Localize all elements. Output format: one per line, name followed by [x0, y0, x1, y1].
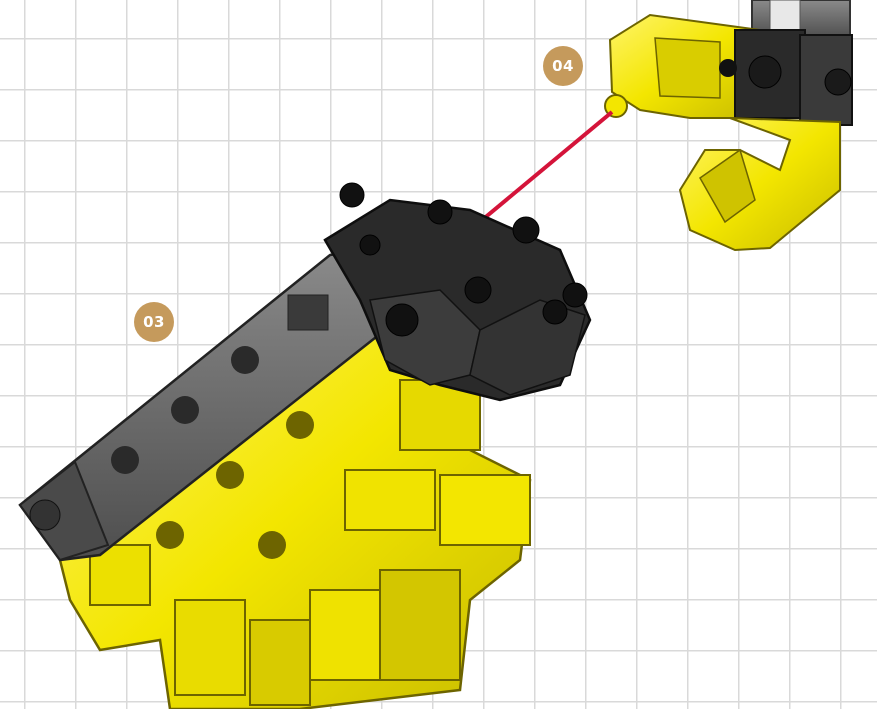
peg-head: [385, 303, 419, 337]
peg-heads: [339, 182, 588, 337]
yellow-connector-block: [309, 589, 386, 681]
peg-head: [512, 216, 540, 244]
star-hole: [111, 446, 139, 474]
beam-slot: [287, 294, 329, 331]
peg-head: [824, 68, 852, 96]
star-hole: [171, 396, 199, 424]
step-badge-03: 03: [134, 302, 174, 342]
star-hole: [359, 234, 381, 256]
yellow-connector-block: [439, 474, 531, 546]
step-badge-04: 04: [543, 46, 583, 86]
plate-holes: [156, 411, 314, 559]
yellow-connector-block: [174, 599, 246, 696]
star-hole: [258, 531, 286, 559]
yellow-connector-block: [344, 469, 436, 531]
hook-slot: [699, 148, 756, 224]
peg-head: [29, 499, 61, 531]
peg-head: [562, 282, 588, 308]
yellow-connector-block: [249, 619, 311, 706]
peg-head: [719, 59, 737, 77]
peg-head: [748, 55, 782, 89]
beam-holes: [111, 294, 329, 474]
gray-beam-endcap: [18, 460, 110, 562]
yellow-connector-block: [379, 569, 461, 681]
star-hole: [231, 346, 259, 374]
star-hole: [286, 411, 314, 439]
peg-head: [464, 276, 492, 304]
part-04-gripper: [604, 0, 853, 252]
yellow-hook: [678, 117, 841, 252]
part-03-assembly: [18, 182, 592, 709]
bracket-slot: [654, 37, 721, 99]
gray-post-slot: [769, 0, 801, 31]
peg-head: [427, 199, 453, 225]
star-hole: [156, 521, 184, 549]
peg-head: [542, 299, 568, 325]
star-hole: [216, 461, 244, 489]
peg-head: [339, 182, 365, 208]
